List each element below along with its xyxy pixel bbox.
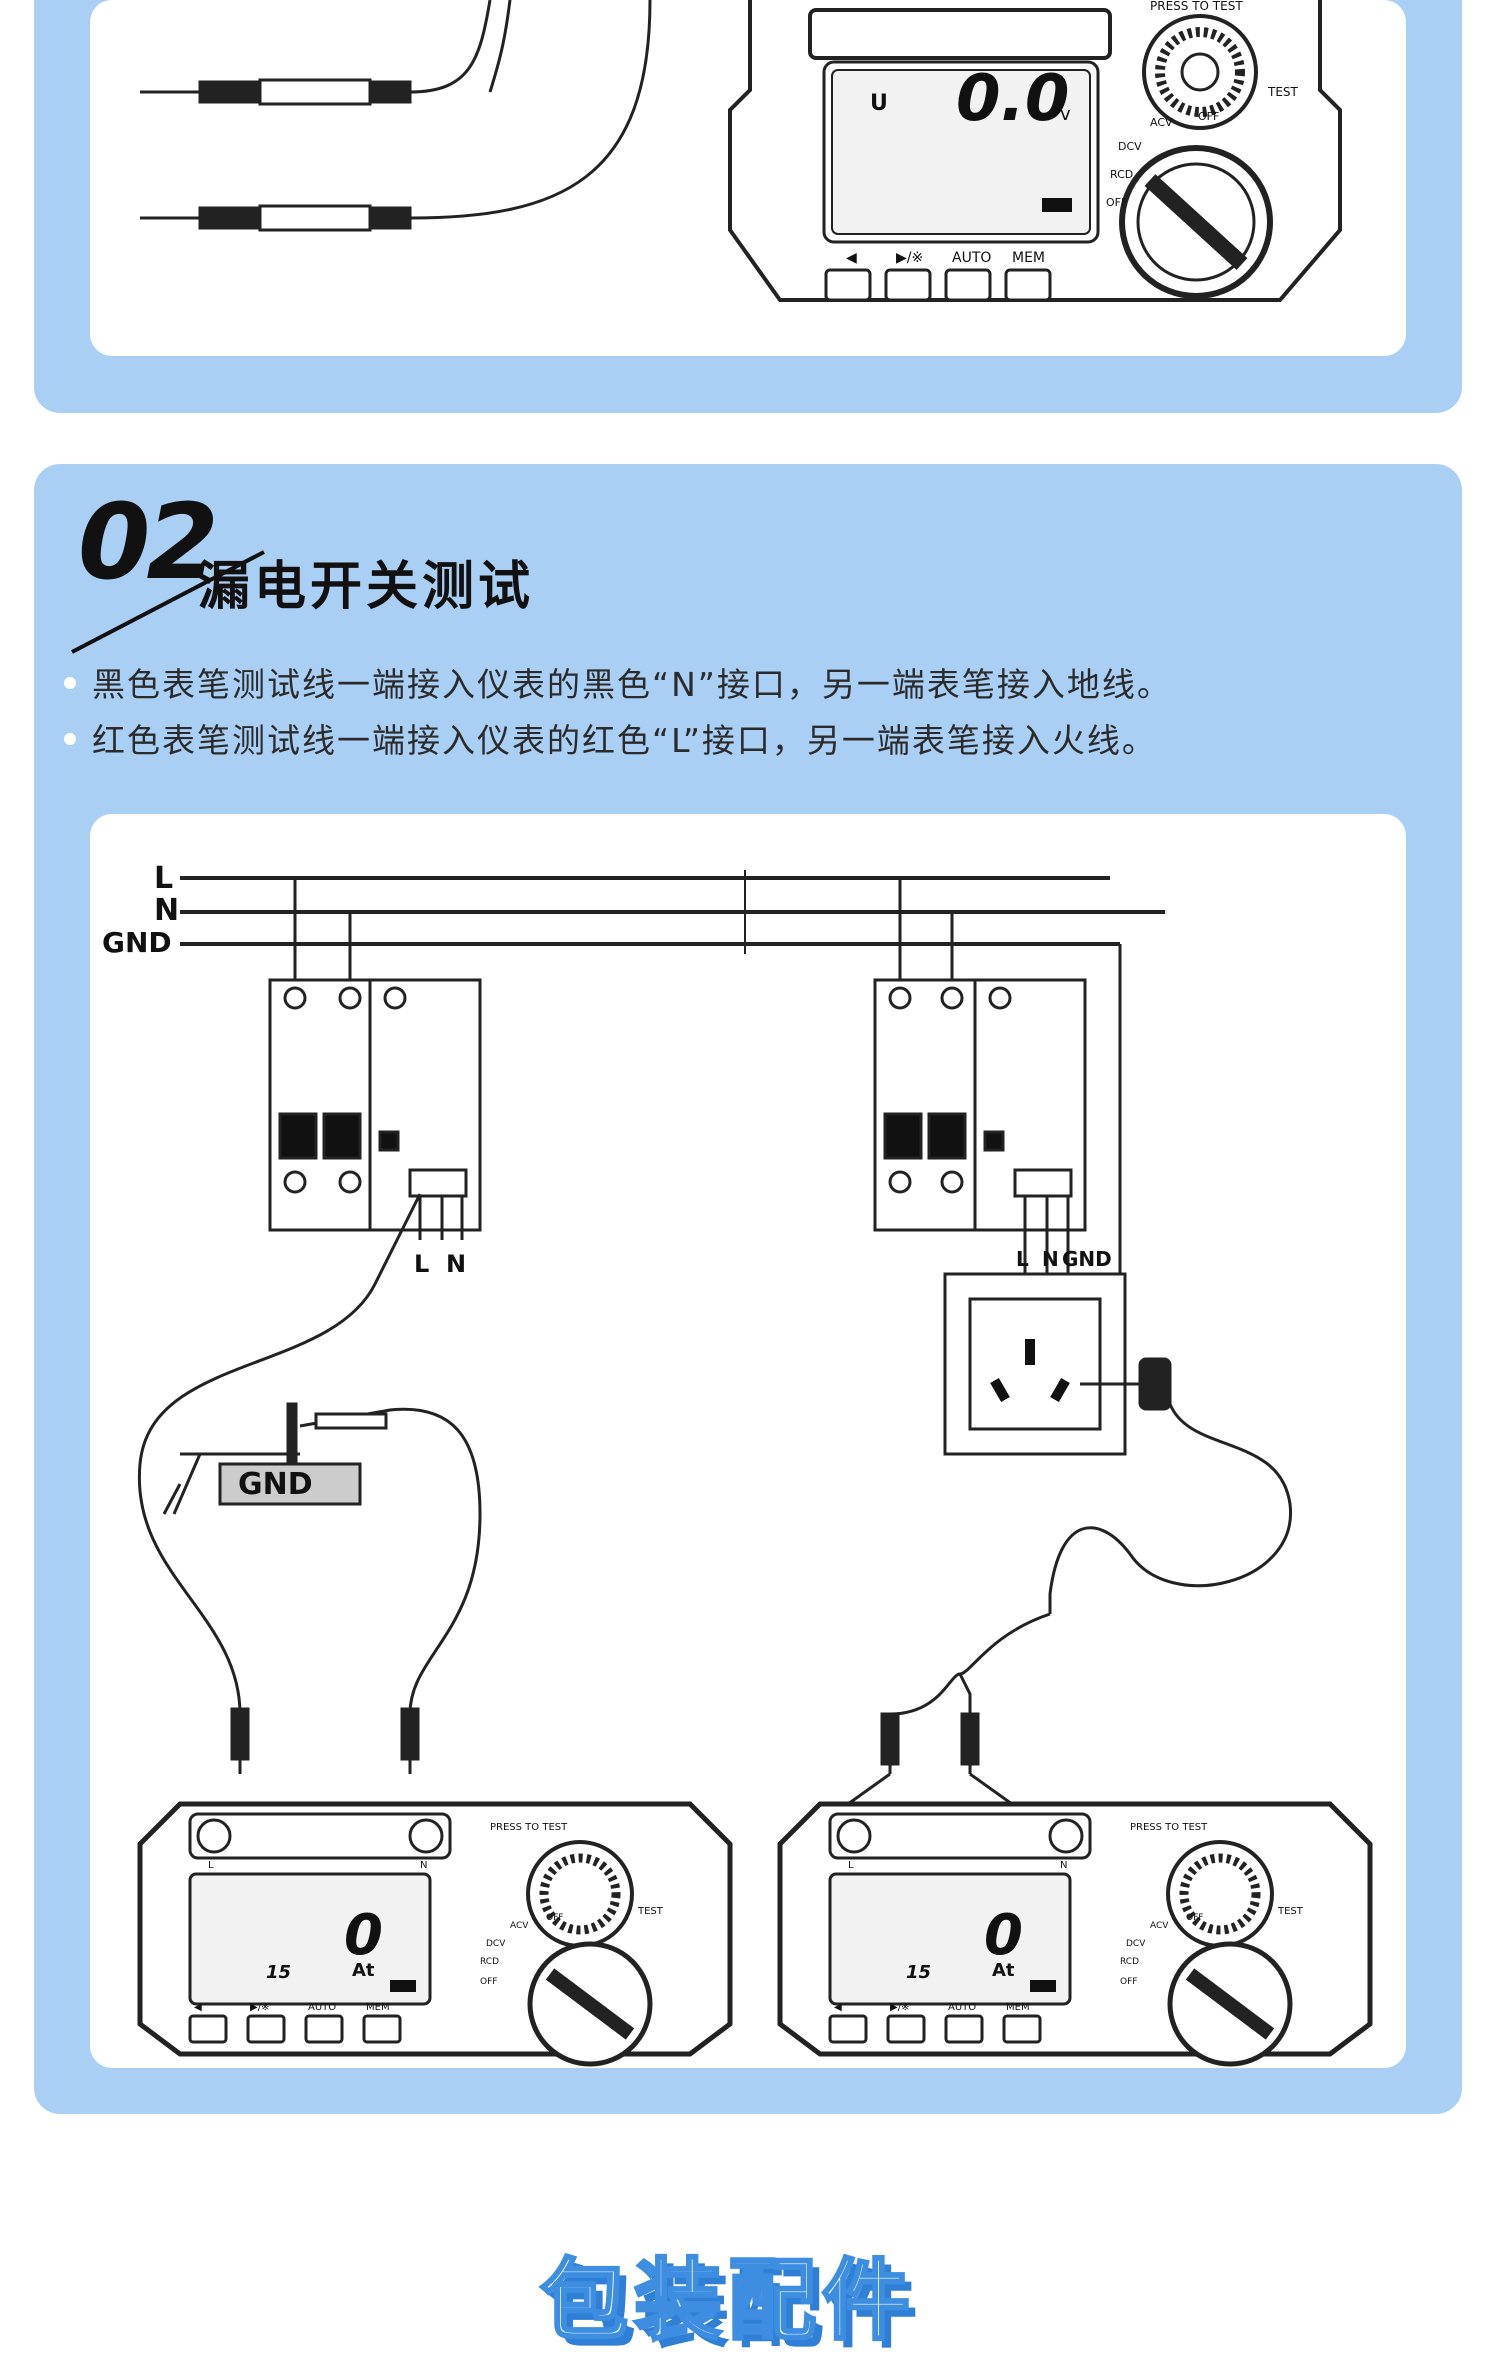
bus-label-l: L (154, 861, 173, 896)
bullet-dot (64, 676, 76, 689)
right-probe-wires (819, 1612, 1051, 1826)
dial-label-acv: ACV (1150, 116, 1173, 129)
left-btn-label-mem: MEM (366, 2002, 390, 2013)
right-btn-label-back: ◀ (834, 2002, 842, 2013)
right-dial-off1: OFF (1186, 1913, 1203, 1923)
top-meter-unit: v (1060, 104, 1071, 125)
btn-label-back: ◀ (846, 250, 857, 266)
right-dial-off2: OFF (1120, 1977, 1137, 1987)
top-meter-reading: 0.0 (956, 62, 1069, 136)
right-press-to-test: PRESS TO TEST (1130, 1822, 1208, 1833)
socket-terminal-n: N (1042, 1247, 1059, 1271)
left-btn-label-back: ◀ (194, 2002, 202, 2013)
rotary-dial[interactable] (1119, 145, 1273, 299)
dial-label-rcd: RCD (1110, 168, 1133, 181)
left-btn-label-play: ▶/※ (250, 2002, 269, 2013)
btn-label-play: ▶/※ (896, 250, 923, 266)
left-port-n[interactable] (408, 1818, 444, 1854)
ground-symbol (162, 1402, 362, 1515)
left-terminal-l: L (414, 1250, 429, 1278)
rcd-breaker-left (268, 878, 482, 1240)
instruction-text-1: 黑色表笔测试线一端接入仪表的黑色“N”接口，另一端表笔接入地线。 (92, 665, 1172, 704)
top-meter-buttons: ◀ ▶/※ AUTO MEM (824, 250, 1052, 302)
instruction-text-2: 红色表笔测试线一端接入仪表的红色“L”接口，另一端表笔接入火线。 (92, 721, 1157, 760)
right-meter-sub: 15 (906, 1962, 931, 1983)
probe-meter-illustration: U 0.0 v ◀ ▶/※ AUTO MEM PRESS TO TEST (140, 0, 1342, 302)
left-dial-dcv: DCV (486, 1939, 506, 1949)
left-port-l[interactable] (196, 1818, 232, 1854)
left-meter-unit: At (352, 1960, 375, 1981)
bullet-dot (64, 732, 76, 745)
top-play-button[interactable] (884, 268, 932, 302)
right-port-label-l: L (848, 1860, 854, 1871)
top-mem-button[interactable] (1004, 268, 1052, 302)
right-btn-label-auto: AUTO (948, 2002, 976, 2013)
press-to-test-label: PRESS TO TEST (1150, 0, 1243, 13)
battery-icon (1042, 198, 1072, 212)
bus-label-n: N (154, 893, 179, 928)
left-dial-rcd: RCD (480, 1957, 499, 1967)
right-port-n[interactable] (1048, 1818, 1084, 1854)
wiring-diagram-card: L N GND L N (90, 814, 1406, 2068)
right-port-label-n: N (1060, 1860, 1067, 1871)
ground-label: GND (238, 1467, 313, 1502)
section-01-panel: U 0.0 v ◀ ▶/※ AUTO MEM PRESS TO TEST (34, 0, 1462, 413)
section-title: 漏电开关测试 (198, 557, 535, 617)
right-test-label: TEST (1277, 1906, 1304, 1917)
dial-label-dcv: DCV (1118, 140, 1142, 153)
left-terminal-n: N (446, 1250, 466, 1278)
right-dial-dcv: DCV (1126, 1939, 1146, 1949)
left-dial-acv: ACV (510, 1921, 529, 1931)
left-btn-label-auto: AUTO (308, 2002, 336, 2013)
right-dial-rcd: RCD (1120, 1957, 1139, 1967)
left-dial-off1: OFF (546, 1913, 563, 1923)
meter-left (137, 1801, 733, 2067)
display-side-label: U (870, 91, 888, 116)
top-auto-button[interactable] (944, 268, 992, 302)
next-section-title: 包装配件 (538, 2248, 917, 2354)
instruction-line-1: 黑色表笔测试线一端接入仪表的黑色“N”接口，另一端表笔接入地线。 (64, 658, 1172, 706)
btn-label-mem: MEM (1012, 250, 1045, 266)
plug-icon (1048, 1357, 1292, 1614)
bus-label-gnd: GND (102, 926, 172, 959)
section-01-card: U 0.0 v ◀ ▶/※ AUTO MEM PRESS TO TEST (90, 0, 1406, 356)
right-btn-label-mem: MEM (1006, 2002, 1030, 2013)
left-test-label: TEST (637, 1906, 664, 1917)
wall-socket (943, 1272, 1127, 1456)
test-button-knob[interactable] (1142, 14, 1258, 130)
left-probe-wires (137, 1193, 482, 1774)
socket-terminal-l: L (1016, 1247, 1029, 1271)
section-02-panel: 02 漏电开关测试 黑色表笔测试线一端接入仪表的黑色“N”接口，另一端表笔接入地… (34, 464, 1462, 2114)
left-port-label-l: L (208, 1860, 214, 1871)
socket-terminal-gnd: GND (1062, 1247, 1112, 1271)
right-btn-label-play: ▶/※ (890, 2002, 909, 2013)
left-port-label-n: N (420, 1860, 427, 1871)
left-dial-off2: OFF (480, 1977, 497, 1987)
right-dial-acv: ACV (1150, 1921, 1169, 1931)
right-meter-reading: 0 (984, 1903, 1023, 1968)
rcd-wiring-diagram: L N GND L N (102, 861, 1373, 2067)
test-label: TEST (1267, 85, 1299, 99)
dial-label-off1: OFF (1198, 110, 1219, 123)
instruction-line-2: 红色表笔测试线一端接入仪表的红色“L”接口，另一端表笔接入火线。 (64, 714, 1157, 762)
left-press-to-test: PRESS TO TEST (490, 1822, 568, 1833)
btn-label-auto: AUTO (952, 250, 991, 266)
meter-right (777, 1801, 1373, 2067)
right-port-l[interactable] (836, 1818, 872, 1854)
top-back-button[interactable] (824, 268, 872, 302)
test-probe-lower (140, 0, 652, 232)
section-number-slash (71, 550, 265, 654)
section-number: 02 (78, 481, 219, 603)
dial-label-off2: OFF (1106, 196, 1127, 209)
left-meter-sub: 15 (266, 1962, 291, 1983)
rcd-breaker-right (873, 878, 1122, 1274)
bus-lines (180, 870, 1165, 954)
test-probe-upper (140, 0, 512, 106)
right-meter-unit: At (992, 1960, 1015, 1981)
left-meter-reading: 0 (344, 1903, 383, 1968)
